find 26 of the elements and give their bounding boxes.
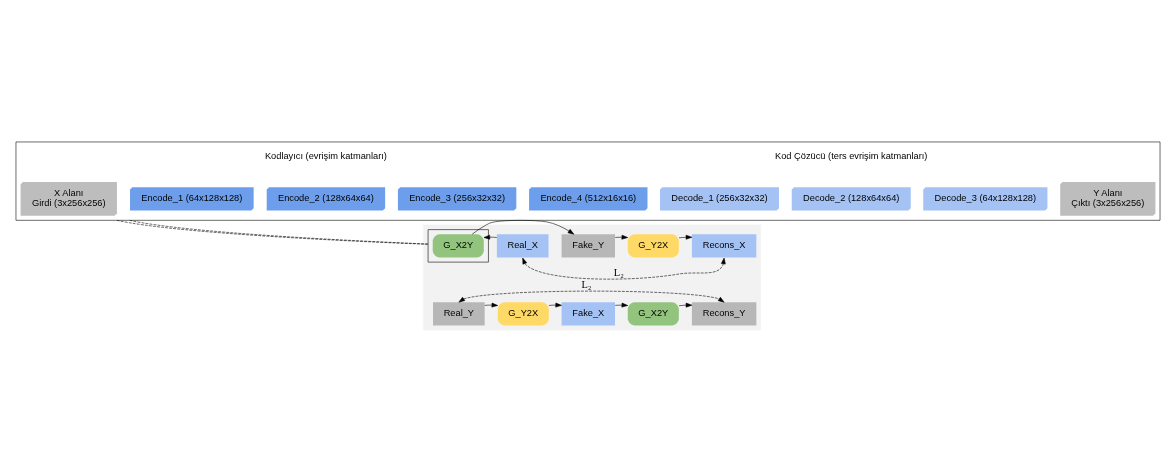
edge-label: L₂ [613, 266, 624, 278]
arrow [548, 302, 562, 308]
node-box: Fake_X [561, 302, 615, 326]
arrow [614, 302, 628, 308]
arrow [678, 234, 693, 240]
node-box: G_Y2X [497, 302, 549, 326]
arrow [471, 220, 575, 235]
node-box: G_X2Y [627, 302, 679, 326]
node-box: G_X2Y [432, 234, 484, 258]
arrow [458, 290, 725, 303]
arrow [484, 302, 498, 308]
edge-label: L₂ [581, 278, 592, 290]
arrow [678, 302, 693, 308]
node-box: Recons_Y [691, 302, 757, 326]
arrow [483, 234, 498, 240]
arrow [614, 234, 628, 240]
cluster [423, 224, 761, 331]
node-box: Fake_Y [561, 234, 615, 258]
node-box: Recons_X [691, 234, 757, 258]
node-box: Real_Y [433, 302, 485, 326]
arrow [522, 257, 726, 280]
label: Kod Çözücü (ters evrişim katmanları) [775, 151, 928, 162]
cluster [15, 141, 1161, 221]
node-box: G_Y2X [627, 234, 679, 258]
label: Kodlayıcı (evrişim katmanları) [264, 151, 387, 162]
node-box: Real_X [496, 234, 549, 258]
